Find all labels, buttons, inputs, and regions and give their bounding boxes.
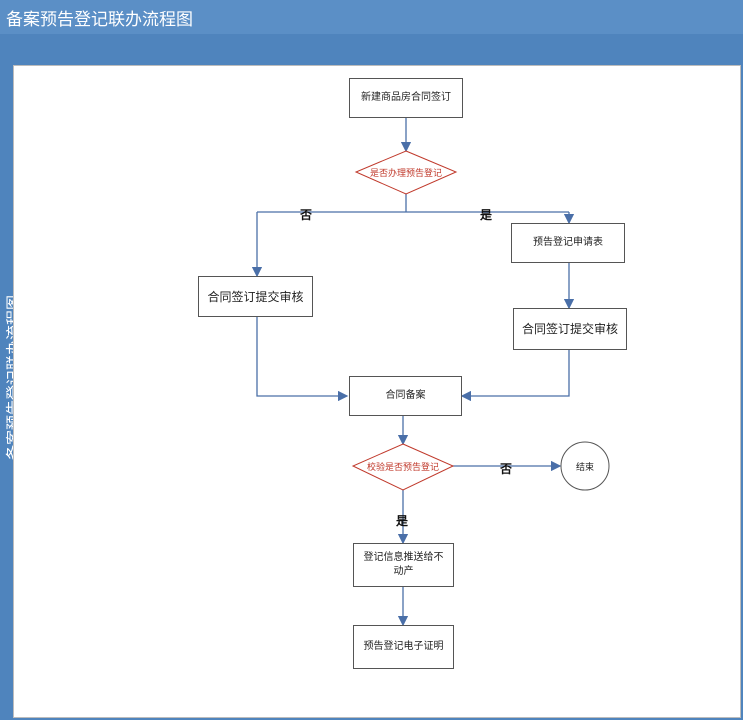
- decision1-text: 是否办理预告登记: [369, 169, 442, 179]
- push-box: 登记信息推送给不动产: [353, 543, 454, 587]
- start-process-text: 新建商品房合同签订: [361, 92, 451, 103]
- arrow-right-review-to-filing: [460, 350, 570, 402]
- edge-label-no-1: 否: [300, 208, 313, 222]
- apply-form-text: 预告登记申请表: [533, 237, 603, 248]
- certificate-text: 预告登记电子证明: [363, 641, 444, 652]
- apply-form-box: 预告登记申请表: [511, 223, 625, 263]
- edge-label-yes-1: 是: [480, 208, 493, 222]
- end-text: 结束: [575, 463, 594, 473]
- start-process-box: 新建商品房合同签订: [349, 78, 463, 118]
- decision2-text: 校验是否预告登记: [366, 463, 439, 473]
- left-review-text: 合同签订提交审核: [207, 289, 304, 304]
- edge-label-no-2: 否: [500, 462, 513, 476]
- right-review-box: 合同签订提交审核: [513, 308, 627, 350]
- decision1-shape: [354, 150, 458, 195]
- right-review-text: 合同签订提交审核: [521, 322, 618, 336]
- left-review-box: 合同签订提交审核: [198, 276, 313, 317]
- window-title: 备案预告登记联办流程图: [6, 10, 193, 30]
- certificate-box: 预告登记电子证明: [353, 625, 454, 669]
- edge-label-yes-2: 是: [396, 514, 409, 528]
- push-text: 登记信息推送给不动产: [363, 552, 444, 577]
- end-shape: [560, 441, 610, 491]
- lane-header: [0, 34, 743, 64]
- decision2-shape: [351, 443, 455, 491]
- filing-text: 合同备案: [385, 390, 426, 401]
- filing-box: 合同备案: [349, 376, 462, 416]
- arrow-left-review-to-filing: [256, 317, 349, 402]
